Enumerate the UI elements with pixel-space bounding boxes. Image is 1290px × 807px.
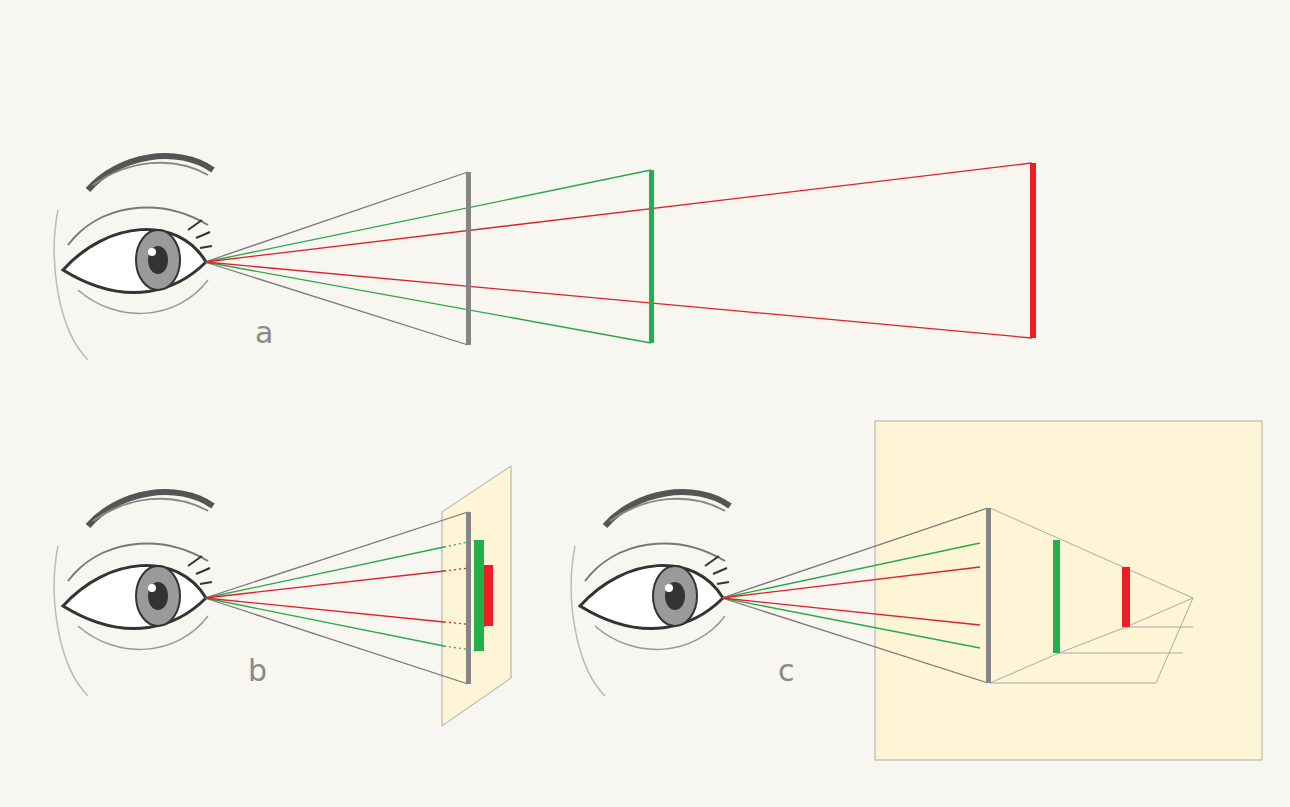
panel-label: b (248, 656, 267, 686)
panel-label: c (778, 656, 795, 686)
panel-label: a (255, 318, 273, 348)
